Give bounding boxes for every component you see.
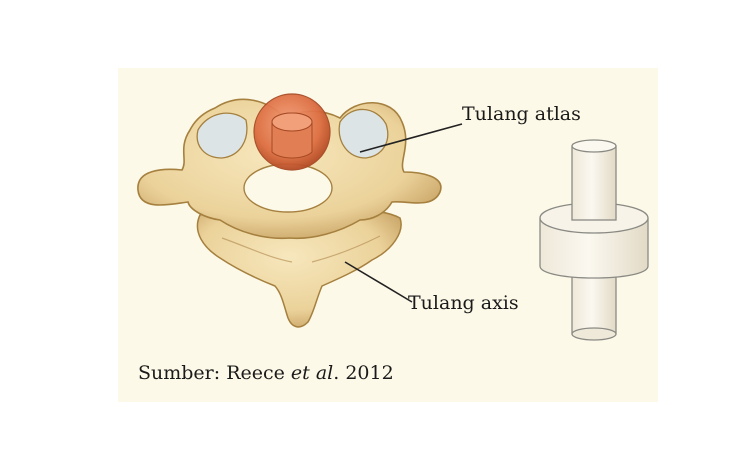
source-suffix: . 2012: [333, 362, 394, 384]
axis-leader-line: [344, 261, 413, 303]
axis-label: Tulang axis: [408, 292, 519, 314]
dens-highlight: [253, 93, 331, 171]
atlas-leader-line: [359, 123, 463, 153]
source-caption: Sumber: Reece et al. 2012: [138, 362, 394, 384]
atlas-label: Tulang atlas: [462, 103, 581, 125]
pivot-joint-model: [539, 139, 649, 341]
source-italic: et al: [290, 362, 334, 384]
source-prefix: Sumber: Reece: [138, 362, 291, 384]
